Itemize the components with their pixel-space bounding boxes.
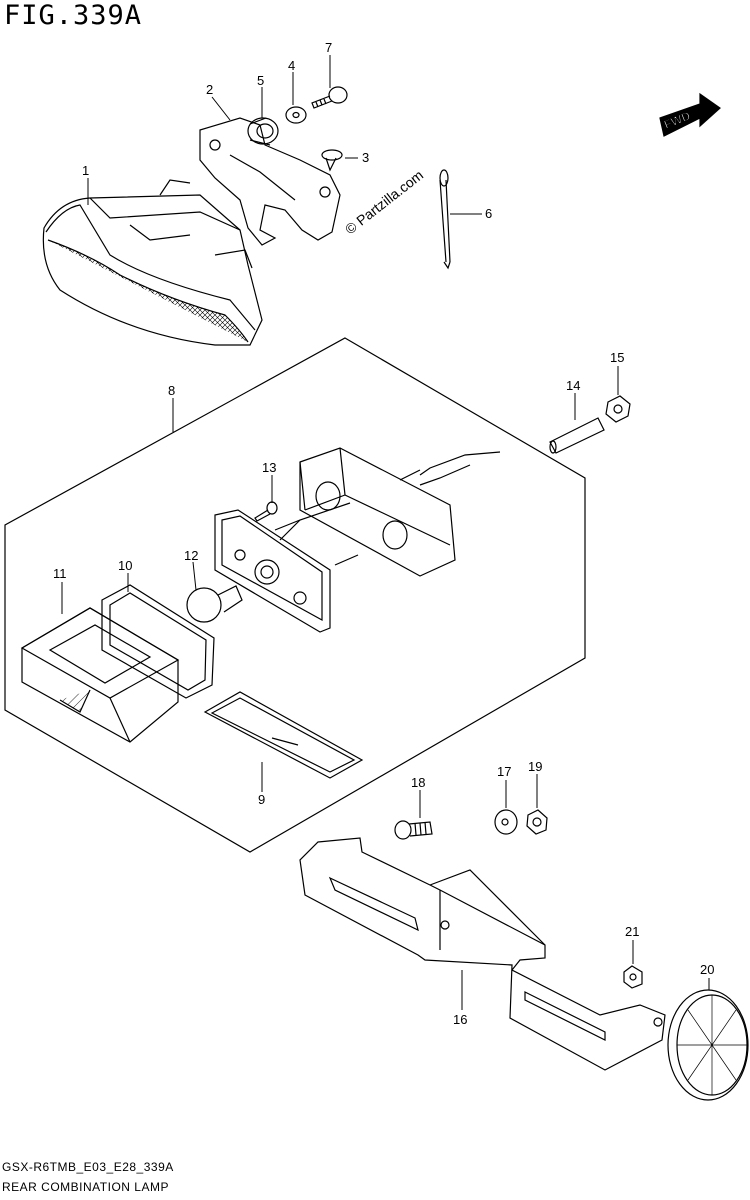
callout-13: 13 (262, 460, 276, 475)
socket-plate (214, 502, 359, 633)
callout-1: 1 (82, 163, 89, 178)
screw (321, 149, 343, 172)
spacer (549, 417, 605, 454)
callout-10: 10 (118, 558, 132, 573)
callout-4: 4 (288, 58, 295, 73)
lens-gasket (101, 584, 215, 699)
nut-15 (605, 395, 631, 423)
bolt-18 (394, 820, 433, 840)
tail-lamp-housing (42, 179, 263, 346)
callout-6: 6 (485, 206, 492, 221)
washer (285, 106, 307, 124)
watermark: © Partzilla.com (342, 167, 426, 238)
leader-lines (61, 55, 710, 1010)
lamp-bracket (199, 117, 341, 246)
callout-11: 11 (53, 566, 67, 581)
license-lamp-housing (299, 447, 501, 577)
figure-name: REAR COMBINATION LAMP (2, 1180, 169, 1194)
callout-9: 9 (258, 792, 265, 807)
callout-18: 18 (411, 775, 425, 790)
callout-17: 17 (497, 764, 511, 779)
cable-tie (439, 169, 451, 270)
callout-21: 21 (625, 924, 639, 939)
rear-reflector (667, 989, 749, 1101)
callout-2: 2 (206, 82, 213, 97)
callout-5: 5 (257, 73, 264, 88)
license-lamp-lens (20, 607, 180, 743)
callout-labels: 1 2 3 4 5 6 7 8 9 10 11 12 13 14 15 16 1… (53, 40, 714, 1027)
callout-12: 12 (184, 548, 198, 563)
callout-20: 20 (700, 962, 714, 977)
callout-3: 3 (362, 150, 369, 165)
nut-21 (623, 965, 643, 989)
grommet (247, 117, 279, 146)
callout-16: 16 (453, 1012, 467, 1027)
bulb (186, 585, 243, 623)
callout-15: 15 (610, 350, 624, 365)
license-plate-bracket (299, 837, 666, 1071)
callout-8: 8 (168, 383, 175, 398)
fwd-arrow-icon: FWD (659, 92, 721, 137)
callout-7: 7 (325, 40, 332, 55)
figure-code: GSX-R6TMB_E03_E28_339A (2, 1160, 174, 1174)
washer-17 (494, 809, 518, 835)
screw-13 (254, 501, 278, 522)
callout-14: 14 (566, 378, 580, 393)
callout-19: 19 (528, 759, 542, 774)
reflector-plate (203, 691, 364, 779)
lamp-assembly-box (4, 337, 586, 853)
bolt (311, 86, 348, 109)
nut-19 (526, 809, 548, 835)
figure-title: FIG.339A (4, 0, 143, 31)
